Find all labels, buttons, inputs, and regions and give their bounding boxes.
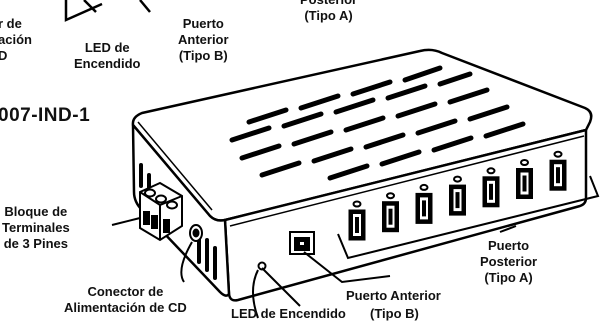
label-line: Posterior (300, 0, 357, 8)
label-line: ación (0, 32, 32, 47)
label-front-port-type: (Tipo B) (370, 306, 419, 321)
label-led-bottom: LED de Encendido (231, 306, 346, 321)
model-number-title: 007-IND-1 (0, 105, 91, 126)
port-led-icon (352, 200, 362, 208)
port-led-icon (386, 192, 395, 200)
label-top-rear-port: Posterior (Tipo A) (300, 0, 357, 24)
label-line: Conector de (87, 284, 164, 299)
label-terminal-block: Bloque de Terminales de 3 Pines (2, 204, 70, 252)
usb-a-port (549, 150, 567, 191)
port-tongue (455, 192, 460, 209)
label-line: de 3 Pines (3, 236, 68, 251)
terminal-block (139, 181, 183, 242)
label-line: (Tipo A) (304, 8, 353, 23)
label-line: Anterior (178, 32, 229, 47)
label-line: Puerto (182, 16, 224, 31)
port-tongue (388, 208, 393, 225)
port-led-icon (553, 150, 563, 158)
port-led-icon (419, 183, 429, 191)
label-line: Encendido (74, 56, 141, 71)
port-tongue (422, 200, 426, 217)
power-led (257, 261, 267, 271)
label-line: (Tipo A) (484, 270, 533, 285)
label-top-left-partial: r de ación D (0, 16, 32, 64)
label-line: r de (0, 16, 22, 31)
dc-connector (189, 224, 203, 242)
label-line: Puerto (487, 238, 530, 253)
top-left-device-fragment (64, 0, 151, 22)
top-vents (229, 65, 526, 181)
label-front-port-bottom: Puerto Anterior (346, 288, 441, 303)
port-led-icon (453, 175, 462, 183)
usb-a-port (382, 192, 399, 233)
usb-a-port (449, 175, 466, 216)
port-tongue (489, 183, 493, 200)
label-line: Posterior (480, 254, 538, 269)
label-line: Alimentación de CD (64, 300, 187, 315)
label-top-led: LED de Encendido (74, 40, 140, 72)
port-led-icon (520, 159, 529, 166)
label-line: Bloque de (4, 204, 68, 219)
port-tongue (355, 217, 359, 233)
usb-a-port (482, 167, 500, 208)
port-led-icon (486, 167, 496, 175)
leader-lines (111, 175, 600, 319)
port-tongue (522, 175, 527, 192)
label-top-front-port: Puerto Anterior (Tipo B) (178, 16, 229, 64)
port-tongue (556, 167, 560, 184)
label-rear-port: Puerto Posterior (Tipo A) (480, 238, 537, 286)
usb-a-port (415, 183, 433, 224)
label-line: D (0, 48, 8, 63)
usb-a-ports (348, 150, 567, 241)
label-line: (Tipo B) (178, 48, 228, 63)
usb-a-port (516, 159, 533, 199)
usb-a-port (348, 200, 366, 241)
label-line: Terminales (2, 220, 70, 235)
usb-b-port (289, 231, 315, 255)
label-line: LED de (84, 40, 130, 55)
label-dc-connector: Conector de Alimentación de CD (64, 284, 187, 316)
